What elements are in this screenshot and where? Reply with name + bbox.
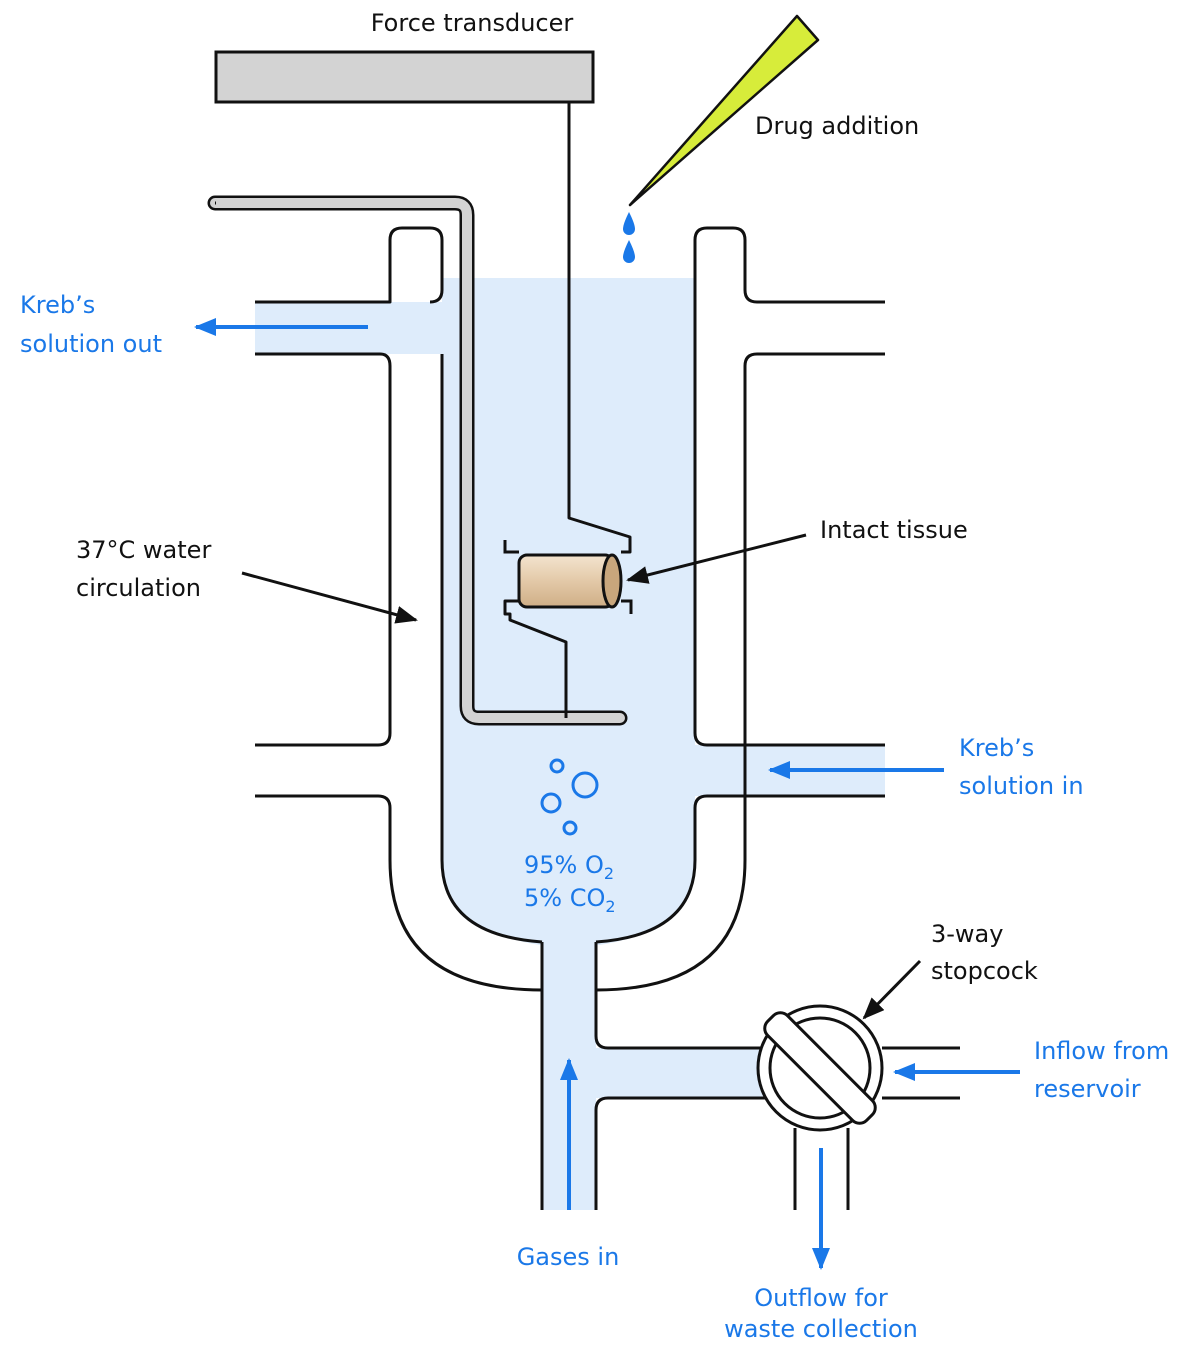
- gas-bubble-icon: [549, 758, 565, 774]
- left-outer-bowl: [255, 794, 543, 992]
- water-label-1: 37°C water: [76, 536, 211, 564]
- stopcock-pointer-arrow: [862, 959, 922, 1020]
- force-transducer: [214, 50, 595, 104]
- liquid-regions: [255, 278, 885, 1210]
- water-drop-icon-2: [623, 240, 635, 263]
- krebs-in-label-2: solution in: [959, 772, 1084, 800]
- gas-o2-label: 95% O2: [524, 851, 614, 883]
- tissue-pointer-arrow: [626, 533, 807, 584]
- water-label-2: circulation: [76, 574, 201, 602]
- inflow-label-1: Inflow from: [1034, 1037, 1169, 1065]
- gas-bubble-icon: [571, 771, 599, 799]
- left-inner-wall: [255, 352, 392, 747]
- stem-right-lower-wall: [594, 1096, 766, 1210]
- lower-hook: [621, 599, 633, 614]
- outflow-label-1: Outflow for: [754, 1284, 888, 1312]
- outflow-label-2: waste collection: [724, 1315, 918, 1343]
- stopcock-valve-icon: [756, 1004, 884, 1132]
- vessel-liquid: [442, 278, 695, 945]
- inflow-label-2: reservoir: [1034, 1075, 1141, 1103]
- left-wall-top-loop: [255, 226, 444, 304]
- water-pointer-arrow: [241, 571, 418, 624]
- krebs-out-label-2: solution out: [20, 330, 162, 358]
- drug-addition-label: Drug addition: [755, 112, 919, 140]
- water-drop-icon: [623, 212, 635, 235]
- gray-tube: [207, 195, 628, 726]
- gas-bubble-icon: [540, 792, 562, 814]
- krebs-in-label-1: Kreb’s: [959, 734, 1034, 762]
- lower-hook-left: [503, 599, 568, 718]
- intact-tissue-label: Intact tissue: [820, 516, 968, 544]
- pipette-icon: [628, 14, 820, 207]
- upper-hook-left: [503, 540, 519, 554]
- gas-bubbles: [540, 758, 599, 836]
- gases-in-label: Gases in: [517, 1243, 620, 1271]
- force-transducer-label: Force transducer: [371, 9, 574, 37]
- vessel-outline: [255, 226, 960, 1210]
- transducer-string: [567, 102, 632, 554]
- krebs-out-label-1: Kreb’s: [20, 291, 95, 319]
- right-inner-vessel-wall: [595, 794, 885, 944]
- stopcock-label-1: 3-way: [931, 920, 1003, 948]
- right-wall-top-loop: [693, 226, 885, 747]
- tissue-cylinder-icon: [517, 553, 623, 609]
- branch-liquid: [596, 1048, 766, 1098]
- gas-co2-label: 5% CO2: [524, 884, 616, 916]
- gas-bubble-icon: [562, 820, 578, 836]
- left-inner-vessel-wall: [440, 354, 543, 944]
- stopcock-label-2: stopcock: [931, 957, 1038, 985]
- stem-right-upper-wall: [594, 942, 766, 1050]
- right-outer-wall: [595, 352, 885, 992]
